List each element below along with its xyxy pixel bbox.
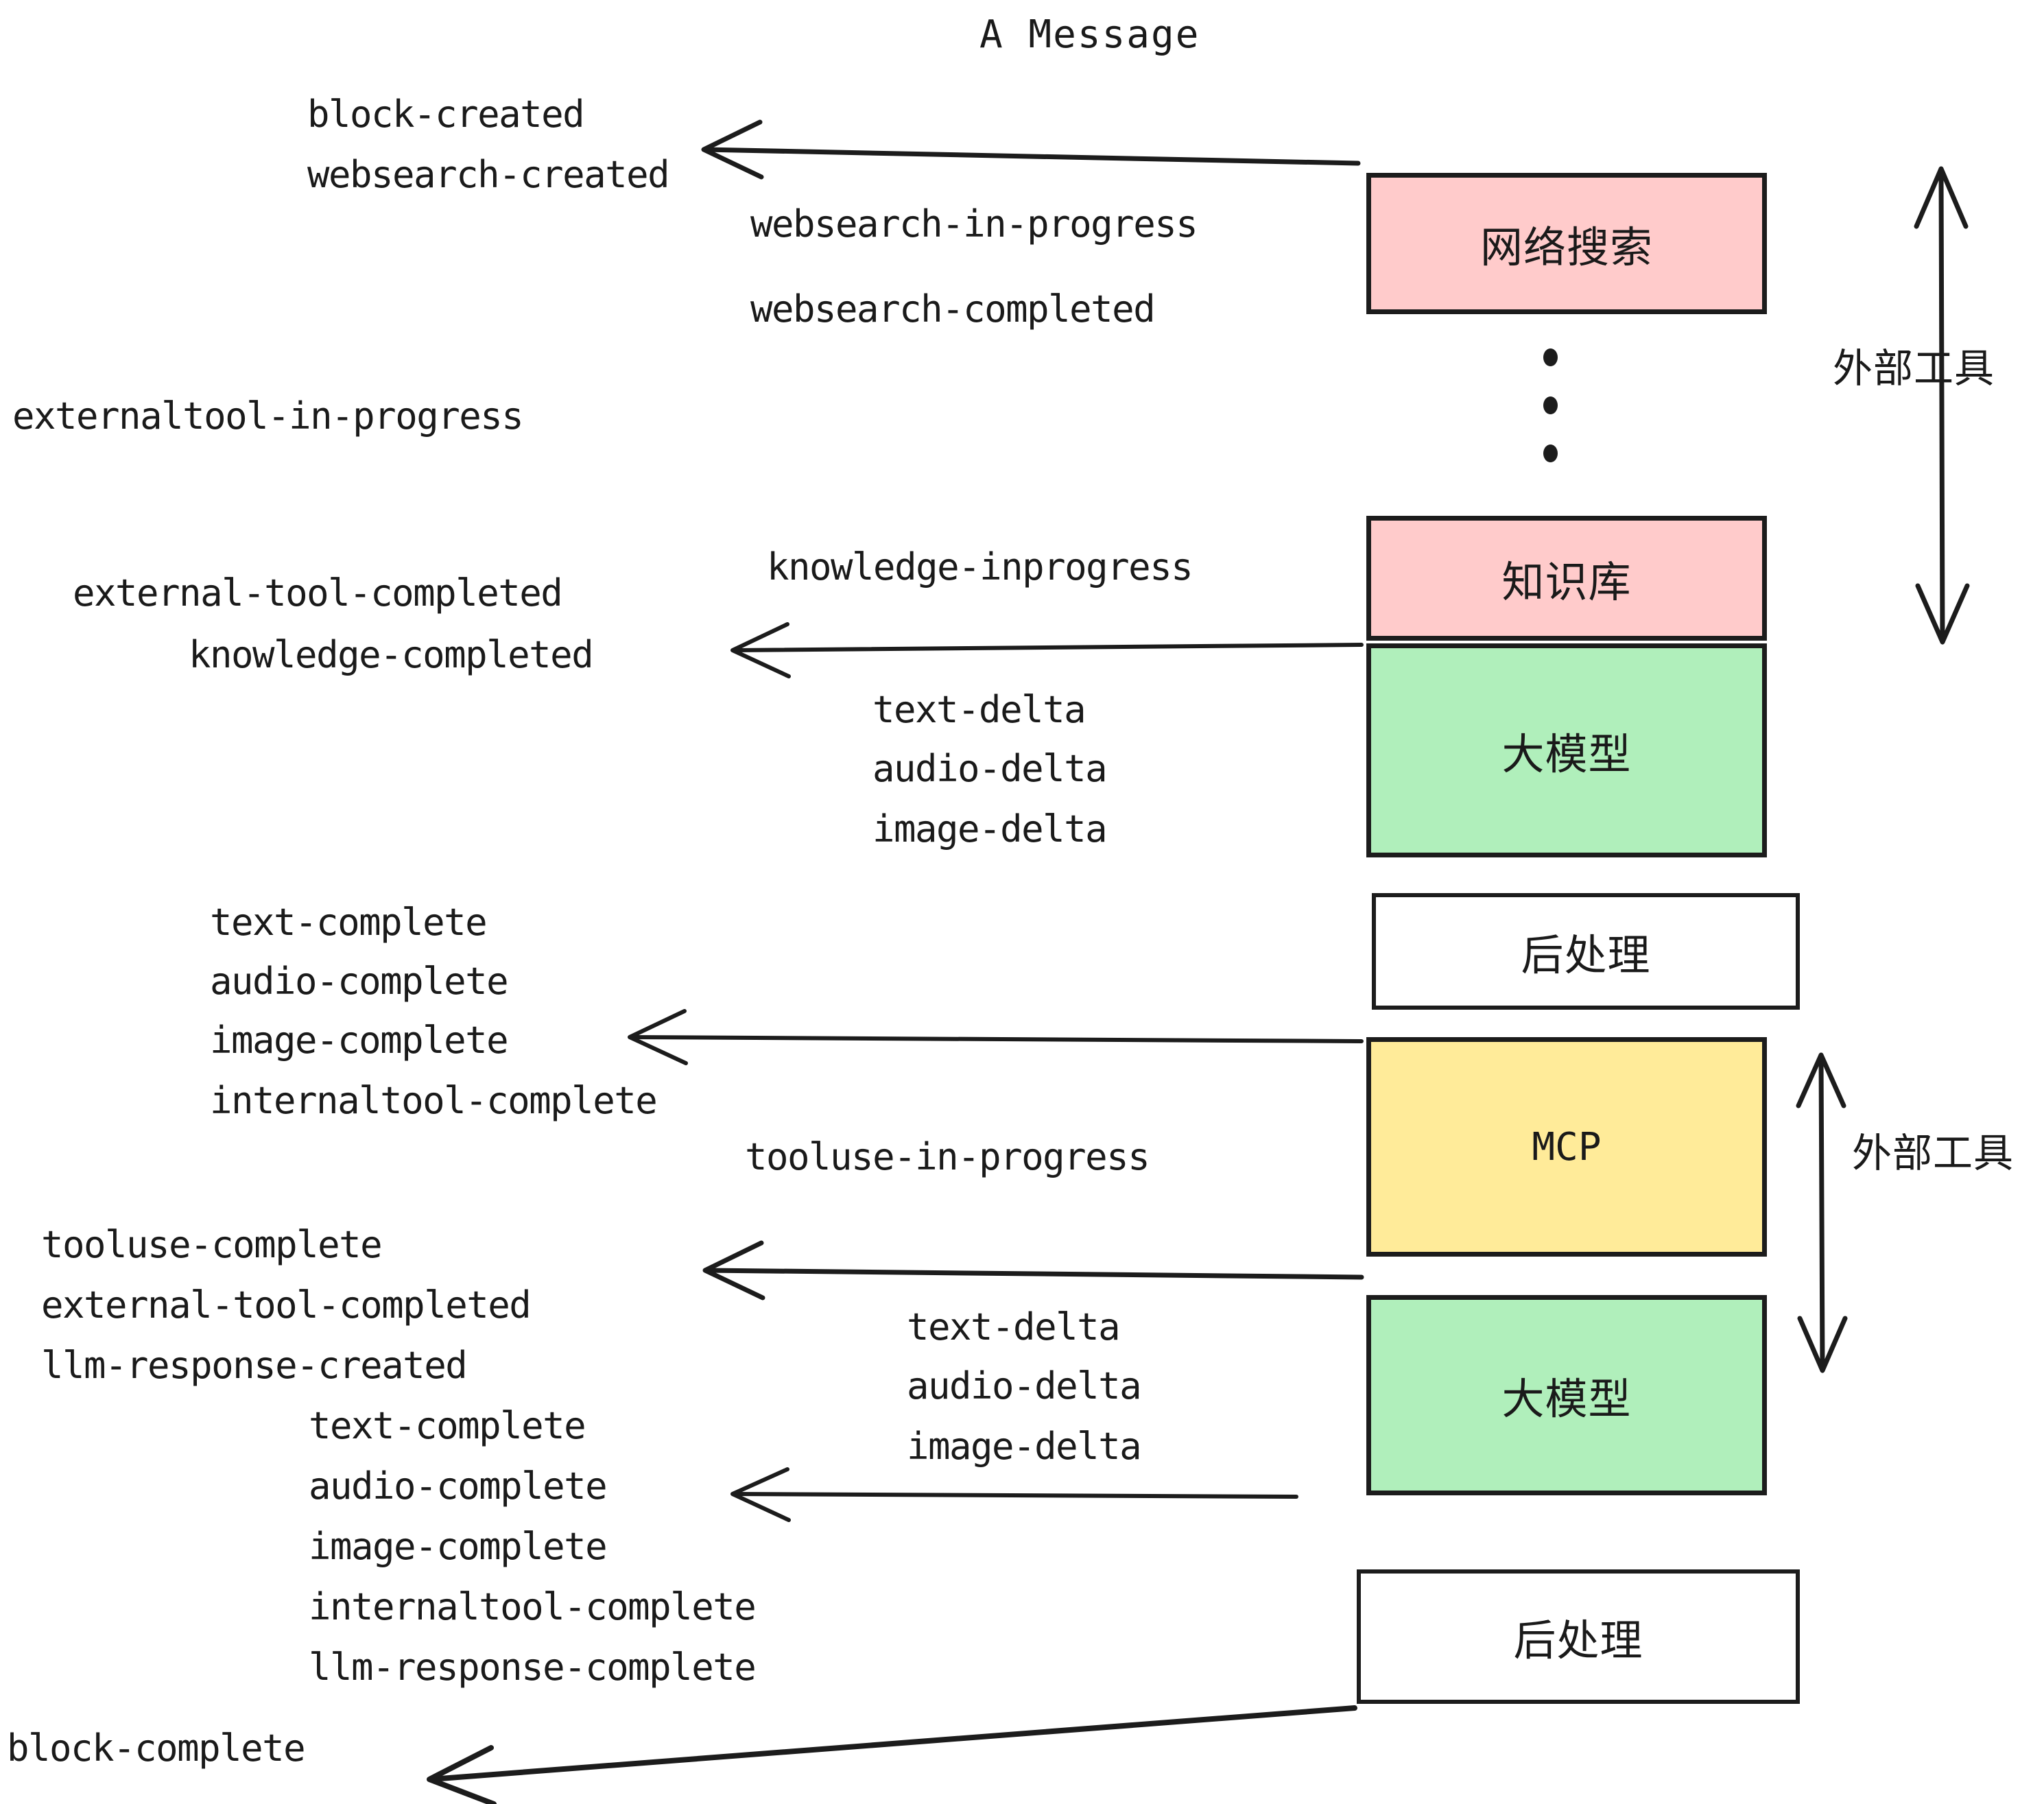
arrow-knowledge-to-completed <box>730 622 1364 678</box>
node-knowledge-label: 知识库 <box>1501 557 1632 607</box>
node-websearch[interactable]: 网络搜索 <box>1366 173 1767 314</box>
event-label-image-complete-2: image-complete <box>309 1525 608 1568</box>
event-label-tooluse-in-progress: tooluse-in-progress <box>745 1135 1150 1178</box>
node-postprocess-1-label: 后处理 <box>1521 930 1651 980</box>
event-label-llm-response-complete: llm-response-complete <box>309 1646 757 1689</box>
ellipsis-dot-2 <box>1543 396 1558 414</box>
arrow-postprocess2-to-block-complete <box>427 1705 1357 1804</box>
event-label-audio-delta-1: audio-delta <box>872 747 1108 790</box>
event-label-audio-complete-1: audio-complete <box>210 960 509 1003</box>
event-label-externaltool-in-progress: externaltool-in-progress <box>12 394 524 438</box>
node-llm-1-label: 大模型 <box>1501 729 1632 779</box>
event-label-internaltool-complete-2: internaltool-complete <box>309 1585 757 1628</box>
event-label-text-complete-1: text-complete <box>210 901 488 944</box>
event-label-image-delta-2: image-delta <box>907 1425 1142 1468</box>
arrow-websearch-to-created <box>701 119 1361 180</box>
event-label-block-created: block-created <box>307 93 585 136</box>
node-websearch-label: 网络搜索 <box>1479 222 1653 272</box>
node-mcp-label: MCP <box>1532 1124 1602 1170</box>
event-label-audio-complete-2: audio-complete <box>309 1464 608 1508</box>
ellipsis-dot-3 <box>1543 444 1558 462</box>
arrow-mcp-to-tooluse-complete <box>702 1240 1364 1301</box>
group-label-external-tools-bottom: 外部工具 <box>1852 1130 2015 1176</box>
node-mcp[interactable]: MCP <box>1366 1037 1767 1257</box>
event-label-websearch-completed: websearch-completed <box>750 287 1156 331</box>
event-label-text-delta-1: text-delta <box>872 688 1086 731</box>
event-label-knowledge-inprogress: knowledge-inprogress <box>767 545 1193 589</box>
event-label-websearch-in-progress: websearch-in-progress <box>750 202 1198 246</box>
event-label-image-delta-1: image-delta <box>872 807 1108 851</box>
group-label-external-tools-top: 外部工具 <box>1833 345 1995 392</box>
event-label-audio-delta-2: audio-delta <box>907 1364 1142 1408</box>
node-llm-1[interactable]: 大模型 <box>1366 643 1767 857</box>
node-llm-2[interactable]: 大模型 <box>1366 1295 1767 1495</box>
event-label-tooluse-complete: tooluse-complete <box>41 1223 383 1266</box>
event-label-knowledge-completed: knowledge-completed <box>189 633 594 676</box>
event-label-image-complete-1: image-complete <box>210 1019 509 1062</box>
external-tools-arrow-bottom <box>1796 1052 1848 1373</box>
node-postprocess-2-label: 后处理 <box>1513 1615 1643 1665</box>
node-knowledge[interactable]: 知识库 <box>1366 516 1767 641</box>
node-postprocess-1[interactable]: 后处理 <box>1372 893 1800 1010</box>
event-label-text-complete-2: text-complete <box>309 1404 586 1447</box>
arrow-postprocess1-to-image-complete <box>628 1009 1364 1065</box>
event-label-external-tool-completed-2: external-tool-completed <box>41 1283 532 1327</box>
event-label-block-complete: block-complete <box>7 1726 306 1770</box>
arrow-llm2-to-audio-complete <box>730 1467 1298 1522</box>
event-label-external-tool-completed-1: external-tool-completed <box>73 571 563 615</box>
event-label-websearch-created: websearch-created <box>307 153 670 196</box>
node-llm-2-label: 大模型 <box>1501 1374 1632 1424</box>
event-label-llm-response-created: llm-response-created <box>41 1344 468 1387</box>
ellipsis-dot-1 <box>1543 348 1558 366</box>
external-tools-arrow-top <box>1914 166 1970 645</box>
diagram-title: A Message <box>979 12 1200 57</box>
node-postprocess-2[interactable]: 后处理 <box>1357 1569 1800 1704</box>
event-label-internaltool-complete-1: internaltool-complete <box>210 1079 658 1122</box>
event-label-text-delta-2: text-delta <box>907 1305 1121 1349</box>
